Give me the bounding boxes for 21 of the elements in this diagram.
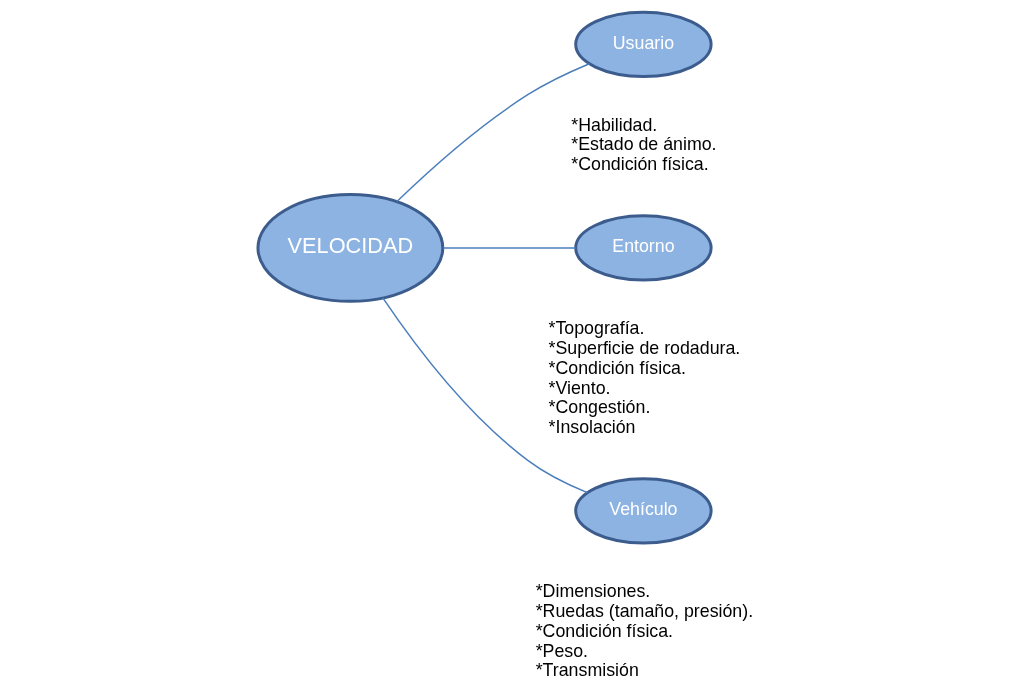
node-label: *Transmisión: [535, 660, 639, 681]
node-label: *Dimensiones.: [535, 581, 651, 602]
node-label: *Topografía.: [548, 318, 645, 339]
node-ellipse: Usuario: [574, 10, 713, 78]
node-label: *Superficie de rodadura.: [548, 338, 741, 359]
node-ellipse: VELOCIDAD: [256, 193, 445, 303]
node-label: *Condición física.: [535, 620, 674, 641]
node-label: *Estado de ánimo.: [571, 134, 717, 155]
connector: [442, 247, 577, 249]
node-label: *Ruedas (tamaño, presión).: [535, 600, 754, 621]
node-label: *Congestión.: [548, 397, 651, 418]
node-label: *Habilidad.: [571, 114, 658, 135]
connector: [382, 297, 589, 494]
node-label: *Insolación: [548, 417, 636, 438]
node-label: *Condición física.: [571, 154, 709, 175]
node-label: *Peso.: [535, 640, 589, 661]
connector: [396, 63, 591, 203]
node-ellipse: Entorno: [574, 214, 713, 282]
node-label: *Condición física.: [548, 357, 686, 378]
node-label: *Viento.: [548, 377, 611, 398]
node-ellipse: Vehículo: [574, 477, 713, 545]
